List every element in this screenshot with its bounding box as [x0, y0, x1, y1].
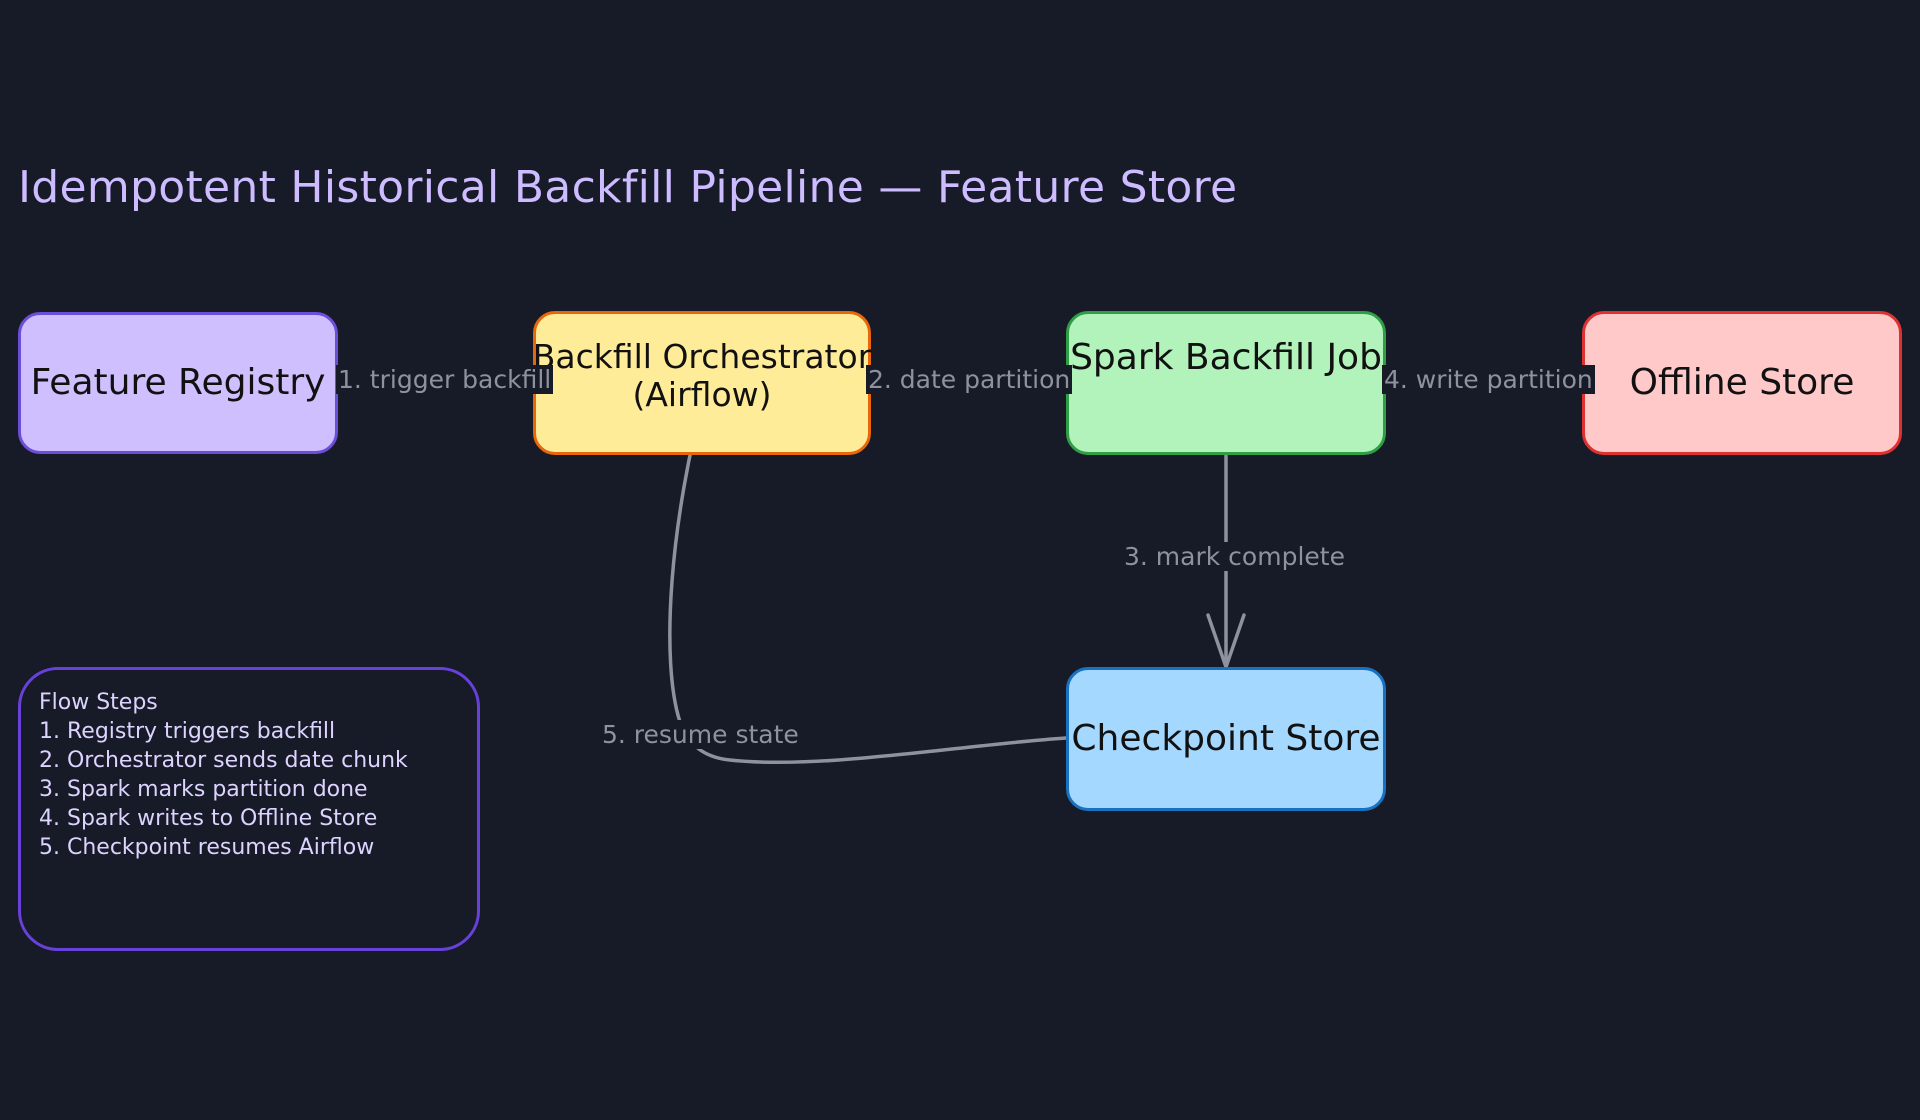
edge-label-trigger-backfill: 1. trigger backfill: [336, 365, 554, 394]
flow-step: 3. Spark marks partition done: [39, 777, 368, 802]
diagram-title: Idempotent Historical Backfill Pipeline …: [18, 162, 1238, 213]
flow-steps-panel: Flow Steps 1. Registry triggers backfill…: [18, 667, 480, 951]
flow-step: 5. Checkpoint resumes Airflow: [39, 835, 375, 860]
node-backfill-orchestrator-label: Backfill Orchestrator: [532, 337, 872, 376]
flow-steps-heading: Flow Steps: [39, 690, 158, 715]
edge-label-date-partition: 2. date partition: [866, 365, 1073, 394]
node-backfill-orchestrator-sublabel: (Airflow): [632, 374, 772, 414]
edge-label-write-partition: 4. write partition: [1382, 365, 1595, 394]
node-checkpoint-store[interactable]: Checkpoint Store: [1066, 667, 1386, 811]
node-feature-registry[interactable]: Feature Registry: [18, 312, 338, 454]
node-spark-backfill-job-label: Spark Backfill Job: [1070, 337, 1382, 378]
flow-step: 1. Registry triggers backfill: [39, 719, 336, 744]
node-backfill-orchestrator[interactable]: Backfill Orchestrator (Airflow): [533, 311, 871, 455]
edge-label-resume-state: 5. resume state: [600, 720, 801, 749]
flow-step: 2. Orchestrator sends date chunk: [39, 748, 408, 773]
node-spark-backfill-job[interactable]: Spark Backfill Job: [1066, 311, 1386, 455]
flow-step: 4. Spark writes to Offline Store: [39, 806, 378, 831]
node-feature-registry-label: Feature Registry: [30, 362, 326, 404]
edge-label-mark-complete: 3. mark complete: [1122, 542, 1347, 571]
node-offline-store-label: Offline Store: [1629, 362, 1855, 404]
node-offline-store[interactable]: Offline Store: [1582, 311, 1902, 455]
node-checkpoint-store-label: Checkpoint Store: [1071, 718, 1381, 760]
